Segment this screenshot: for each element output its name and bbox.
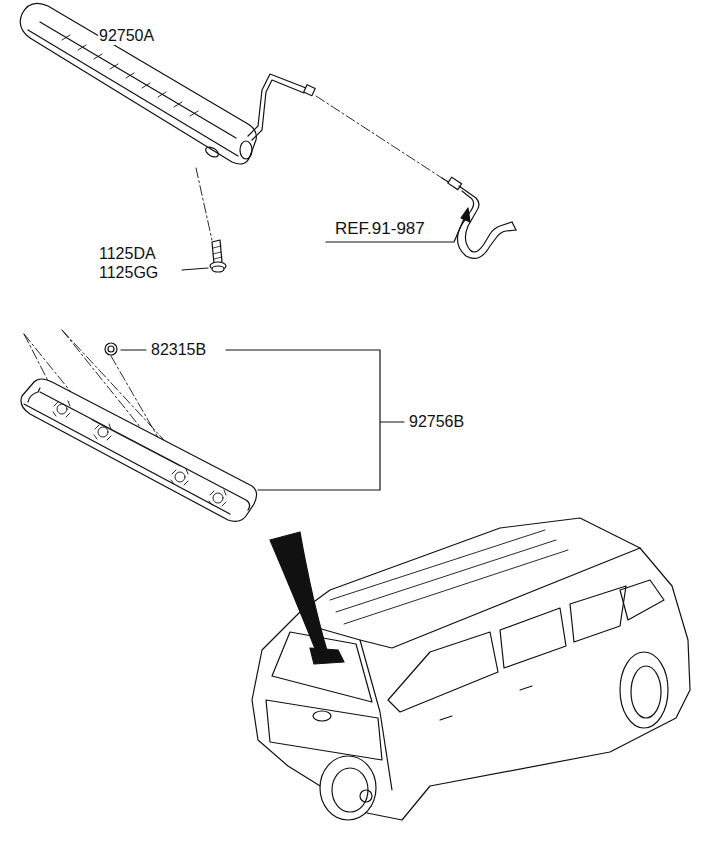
nut (105, 343, 117, 355)
part-number: 92750A (98, 27, 155, 45)
screw (210, 240, 226, 272)
reference-number: REF.91-987 (334, 220, 426, 238)
group-bracket (226, 350, 404, 490)
arrow-head (461, 208, 470, 222)
wiring-harness (442, 177, 516, 258)
lamp-wire (248, 74, 315, 140)
vehicle (252, 518, 690, 820)
part-number: 1125GG (98, 264, 159, 282)
part-number: 1125DA (98, 245, 157, 263)
leader-line (196, 168, 212, 240)
location-pointer (270, 532, 328, 656)
lamp-location (310, 648, 344, 664)
reference-leader (326, 214, 466, 242)
lamp-cover (21, 379, 257, 521)
leader-line (182, 268, 208, 270)
part-number: 82315B (150, 341, 207, 359)
leader-line (121, 349, 146, 350)
stop-lamp (20, 3, 256, 164)
part-number: 92756B (408, 413, 465, 431)
leader-line (316, 96, 442, 178)
